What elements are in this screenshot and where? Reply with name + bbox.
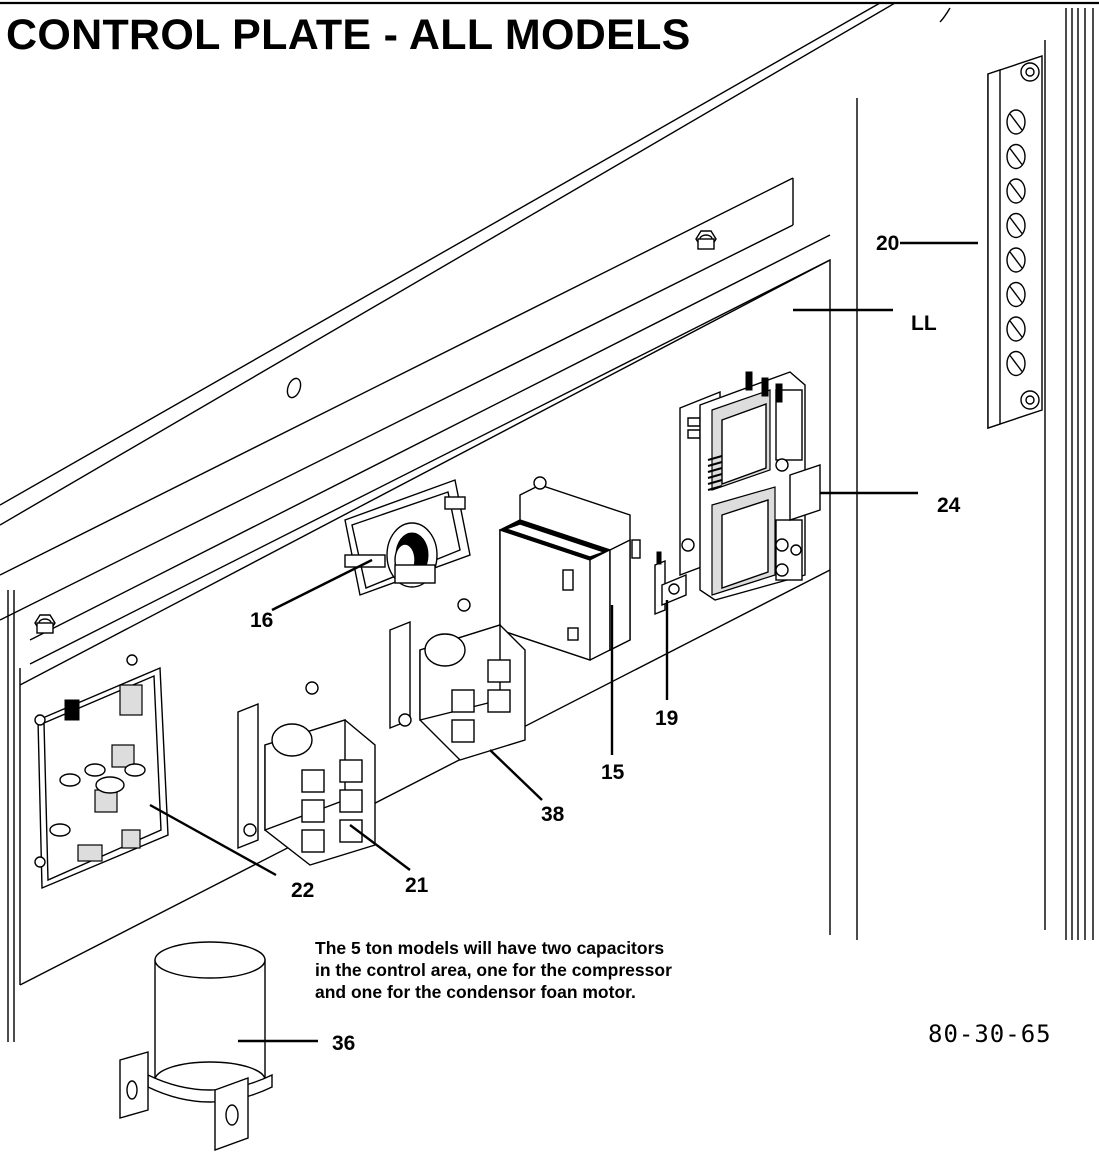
terminal-screw-slot xyxy=(1009,355,1023,372)
callout-24: 24 xyxy=(937,494,961,517)
drawing-number: 80-30-65 xyxy=(928,1020,1052,1048)
callout-15: 15 xyxy=(601,761,625,784)
leader-lines xyxy=(149,241,978,1043)
transformer xyxy=(498,476,641,661)
terminal-screw-slot xyxy=(1009,113,1023,131)
callout-38: 38 xyxy=(541,803,565,826)
callout-36: 36 xyxy=(332,1032,356,1055)
relay-38 xyxy=(389,598,526,761)
terminal-screw-slot xyxy=(1009,286,1023,303)
ground-lug xyxy=(654,551,687,616)
callout-21: 21 xyxy=(405,874,429,897)
cabinet-frame xyxy=(0,2,1094,1042)
defrost-thermostat xyxy=(344,479,471,596)
callout-22: 22 xyxy=(291,879,315,902)
control-board xyxy=(34,654,169,890)
terminal-screw-slot xyxy=(1009,148,1023,165)
note-line-1: The 5 ton models will have two capacitor… xyxy=(315,938,665,958)
terminal-strip xyxy=(987,55,1043,429)
relay-21 xyxy=(237,681,376,866)
control-plate xyxy=(19,258,831,986)
capacitor xyxy=(119,941,273,1151)
contactor xyxy=(679,371,821,601)
terminal-screw-slot xyxy=(1009,217,1023,234)
capacitor-note: The 5 ton models will have two capacitor… xyxy=(315,937,875,1003)
note-line-2: in the control area, one for the compres… xyxy=(315,960,672,980)
callout-ll: LL xyxy=(911,312,937,335)
callout-16: 16 xyxy=(250,609,274,632)
callout-20: 20 xyxy=(876,232,900,255)
callout-19: 19 xyxy=(655,707,679,730)
terminal-screw-slot xyxy=(1009,182,1023,200)
page-title: CONTROL PLATE - ALL MODELS xyxy=(6,11,691,59)
mounting-rail xyxy=(0,177,831,985)
note-line-3: and one for the condensor foan motor. xyxy=(315,982,636,1002)
terminal-screw-slot xyxy=(1009,251,1023,269)
terminal-screw-slot xyxy=(1009,320,1023,338)
rail-screws xyxy=(34,230,717,634)
